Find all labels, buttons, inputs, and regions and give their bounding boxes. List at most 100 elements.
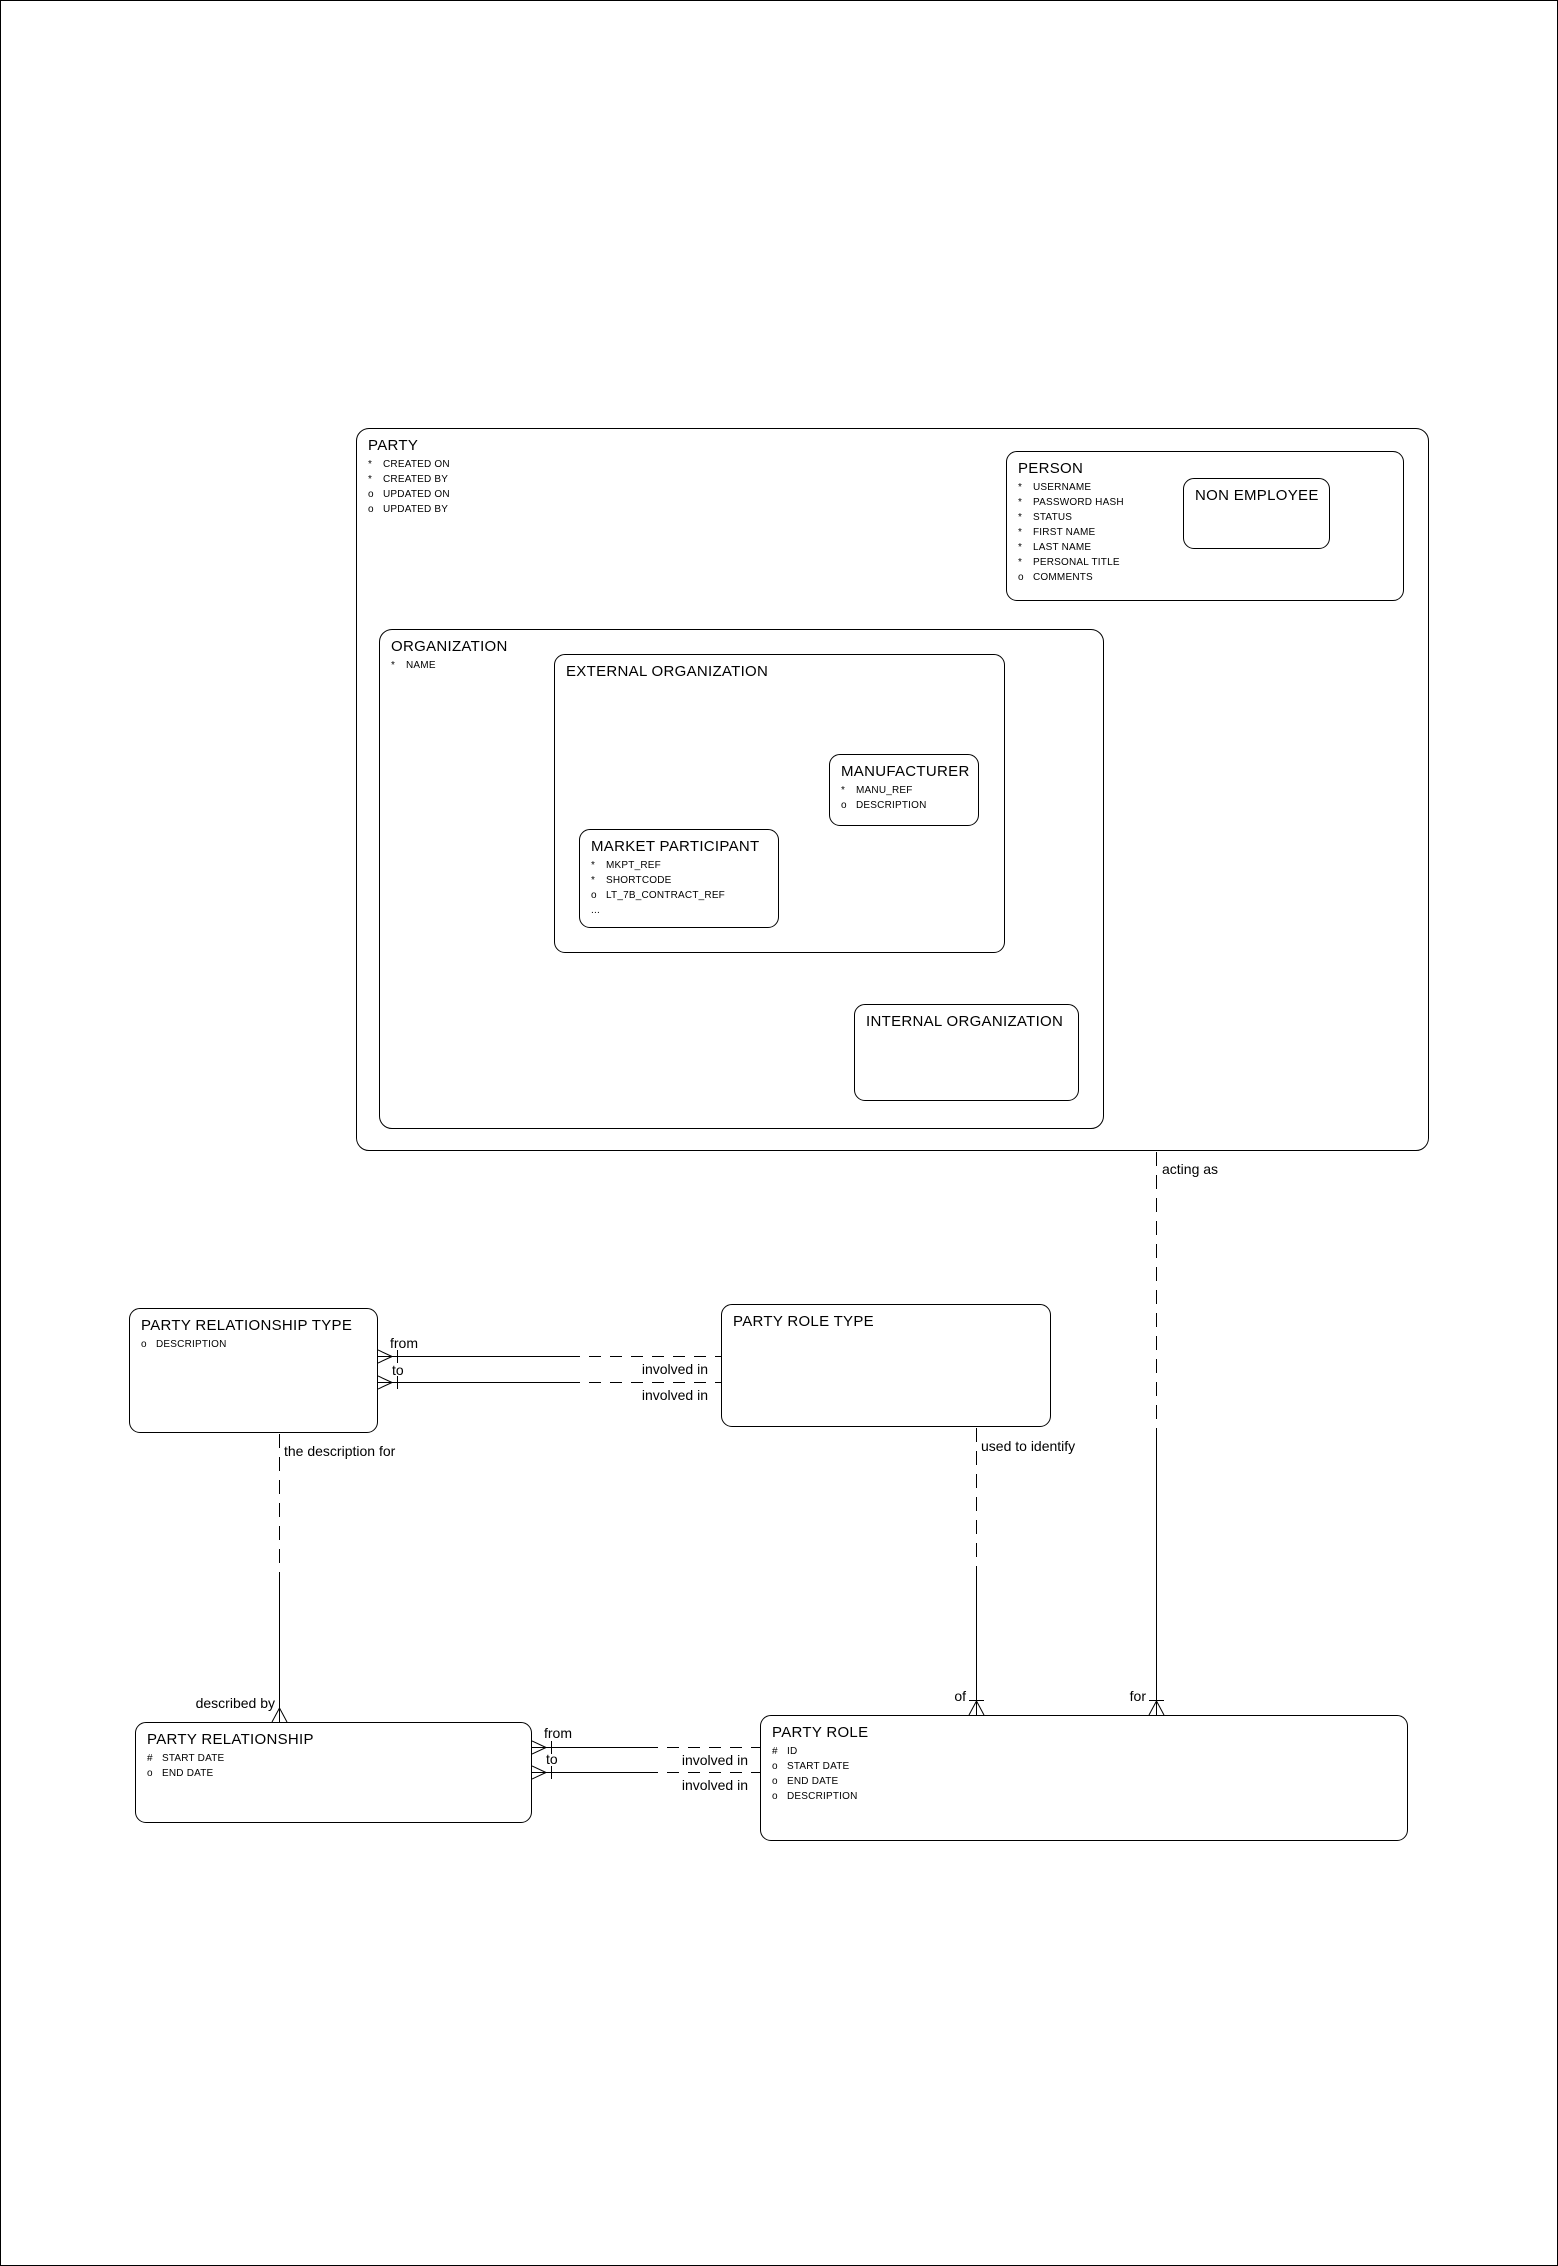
entity-market-participant[interactable]: MARKET PARTICIPANT *MKPT_REF *SHORTCODE … [579,829,779,928]
crowsfoot-icon [1148,1701,1165,1716]
attribute-marker: * [1018,497,1023,508]
entity-title: MARKET PARTICIPANT [591,838,760,855]
uid-bar [1149,1700,1164,1701]
rel-label-involved-in: involved in [641,1361,708,1377]
attribute-row: o DESCRIPTION [830,798,978,813]
attribute-name: DESCRIPTION [856,800,927,811]
rel-description-line-mandatory [279,1577,280,1722]
attribute-marker: # [772,1746,778,1757]
rel-label-acting-as: acting as [1162,1161,1219,1177]
attribute-marker: * [591,875,596,886]
uid-bar [551,1766,552,1779]
attribute-row: *MKPT_REF [580,858,778,873]
entity-title: PARTY ROLE [772,1724,869,1741]
attribute-row: *FIRST NAME [1007,525,1403,540]
attribute-marker: o [772,1791,778,1802]
entity-party-role-type[interactable]: PARTY ROLE TYPE [721,1304,1051,1427]
attribute-row: o LT_7B_CONTRACT_REF [580,888,778,903]
attribute-name: COMMENTS [1033,572,1093,583]
entity-title: NON EMPLOYEE [1195,487,1319,504]
entity-title: PERSON [1018,460,1084,477]
rel-type-to-line-mandatory [378,1382,568,1383]
uid-bar [969,1700,984,1701]
attribute-marker: ... [591,905,600,916]
attribute-marker: * [1018,512,1023,523]
attribute-name: DESCRIPTION [156,1339,227,1350]
attribute-marker: * [841,785,846,796]
attribute-row: * PASSWORD HASH [1007,495,1403,510]
attribute-row: *MANU_REF [830,783,978,798]
rel-label-involved-in: involved in [641,1387,708,1403]
attribute-row: # ID [761,1744,1407,1759]
crowsfoot-icon [378,1375,393,1390]
crowsfoot-icon [968,1701,985,1716]
attribute-marker: * [368,459,373,470]
entity-title: MANUFACTURER [841,763,970,780]
attribute-name: UPDATED ON [383,489,450,500]
attribute-row: * LAST NAME [1007,540,1403,555]
entity-title: PARTY [368,437,419,454]
attribute-name: LT_7B_CONTRACT_REF [606,890,725,901]
attribute-list: *MANU_REF o DESCRIPTION [830,783,978,813]
entity-manufacturer[interactable]: MANUFACTURER *MANU_REF o DESCRIPTION [829,754,979,826]
attribute-name: DESCRIPTION [787,1791,858,1802]
attribute-name: PERSONAL TITLE [1033,557,1120,568]
rel-label-involved-in: involved in [681,1777,748,1793]
attribute-row: #START DATE [136,1751,531,1766]
attribute-marker: * [391,660,396,671]
rel-used-to-identify-line-mandatory [976,1571,977,1715]
rel-instance-to-line-optional [646,1772,760,1773]
attribute-marker: * [1018,542,1023,553]
entity-title: INTERNAL ORGANIZATION [866,1013,1064,1030]
crowsfoot-icon [378,1349,393,1364]
attribute-marker: * [368,474,373,485]
entity-internal-organization[interactable]: INTERNAL ORGANIZATION [854,1004,1079,1101]
attribute-marker: o [841,800,847,811]
rel-type-from-line-optional [568,1356,721,1357]
attribute-name: CREATED BY [383,474,449,485]
attribute-list: *USERNAME *PASSWORD HASH *STATUS *FIRST … [1007,480,1403,585]
rel-acting-as-line-optional [1156,1152,1157,1433]
attribute-row: *USERNAME [1007,480,1403,495]
uid-bar [397,1376,398,1389]
attribute-marker: o [368,489,374,500]
attribute-marker: # [147,1753,153,1764]
attribute-list: o DESCRIPTION [130,1337,377,1352]
rel-label-to: to [392,1362,404,1378]
attribute-name: MKPT_REF [606,860,661,871]
rel-type-from-line-mandatory [378,1356,568,1357]
rel-used-to-identify-line-optional [976,1428,977,1571]
uid-bar [397,1350,398,1363]
entity-non-employee[interactable]: NON EMPLOYEE [1183,478,1330,549]
attribute-name: CREATED ON [383,459,450,470]
attribute-marker: * [1018,527,1023,538]
rel-label-the-description-for: the description for [284,1443,396,1459]
attribute-name: END DATE [787,1776,839,1787]
rel-label-to: to [546,1751,558,1767]
attribute-marker: o [591,890,597,901]
attribute-name: PASSWORD HASH [1033,497,1124,508]
entity-title: PARTY RELATIONSHIP [147,1731,314,1748]
attribute-row: * NAME [380,658,1103,673]
rel-label-described-by: described by [195,1695,275,1711]
attribute-name: NAME [406,660,436,671]
attribute-row: ... [580,903,778,918]
entity-title: PARTY ROLE TYPE [733,1313,874,1330]
attribute-marker: * [1018,482,1023,493]
attribute-row: o DESCRIPTION [761,1789,1407,1804]
rel-label-from: from [390,1335,418,1351]
attribute-marker: o [141,1339,147,1350]
attribute-name: ID [787,1746,798,1757]
uid-bar [551,1741,552,1754]
attribute-name: UPDATED BY [383,504,449,515]
attribute-name: LAST NAME [1033,542,1092,553]
